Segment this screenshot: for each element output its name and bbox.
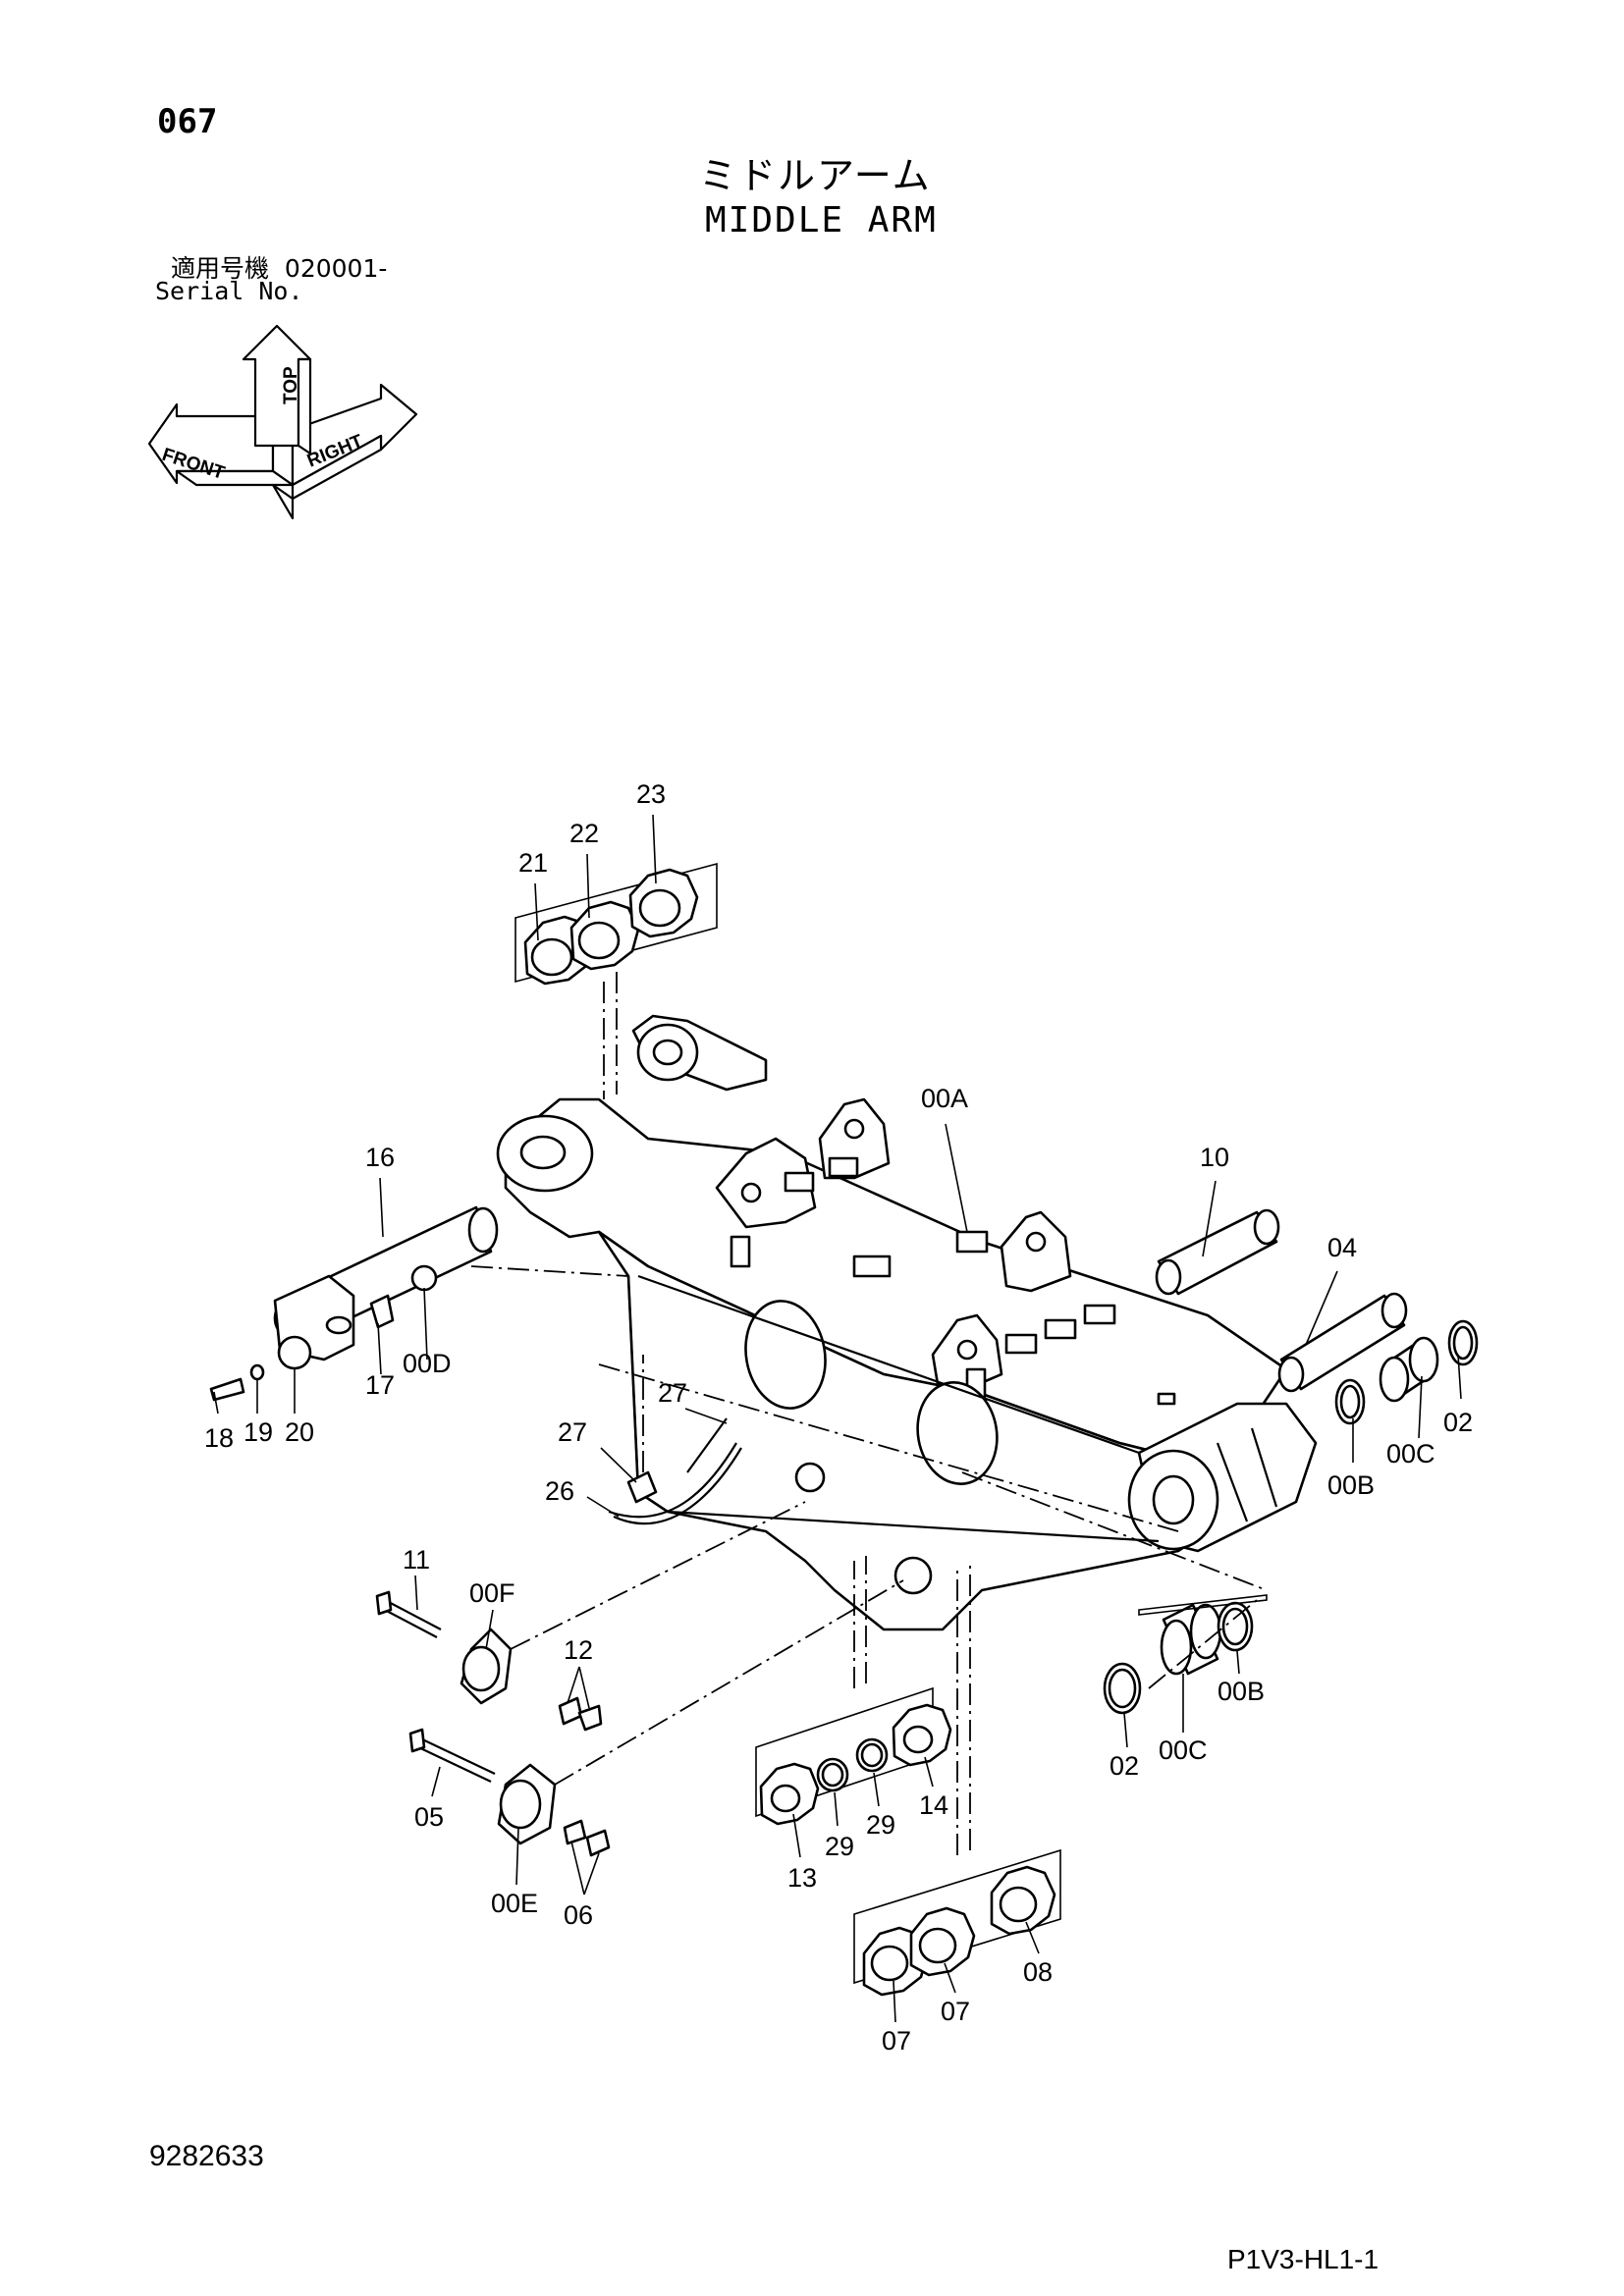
pin-10 bbox=[1155, 1208, 1280, 1296]
serial-applicability: 適用号機 020001- bbox=[171, 249, 387, 285]
reference-code: P1V3-HL1-1 bbox=[1227, 2244, 1380, 2274]
serial-label-en: Serial No. bbox=[155, 277, 303, 305]
callout-20: 20 bbox=[285, 1417, 314, 1447]
callout-22: 22 bbox=[569, 819, 599, 848]
pin-04-bushing-set bbox=[1277, 1292, 1479, 1425]
callout-02-upper: 02 bbox=[1443, 1408, 1473, 1437]
leader-lines bbox=[213, 814, 1462, 2023]
top-arrow bbox=[242, 324, 312, 455]
callout-11: 11 bbox=[403, 1545, 430, 1575]
callout-18: 18 bbox=[204, 1423, 234, 1453]
bushing-set-lower bbox=[1103, 1594, 1268, 1715]
callout-05: 05 bbox=[414, 1802, 444, 1832]
title-japanese: ミドルアーム bbox=[699, 154, 932, 197]
callout-14: 14 bbox=[919, 1790, 948, 1820]
callout-00C-upper: 00C bbox=[1386, 1439, 1435, 1468]
callout-00F: 00F bbox=[469, 1578, 515, 1608]
callout-labels: 00A 10 04 02 00C 00B 16 00D 17 18 19 20 … bbox=[204, 779, 1473, 2056]
orient-label-top: TOP bbox=[281, 366, 301, 404]
callout-00C-lower: 00C bbox=[1159, 1735, 1208, 1765]
pin-assembly-16 bbox=[209, 1205, 629, 1402]
callout-21: 21 bbox=[518, 848, 548, 878]
callout-16: 16 bbox=[365, 1143, 395, 1172]
callout-06: 06 bbox=[564, 1900, 593, 1930]
callout-10: 10 bbox=[1200, 1143, 1229, 1172]
callout-29-right: 29 bbox=[866, 1810, 895, 1840]
callout-26: 26 bbox=[545, 1476, 574, 1506]
callout-29-left: 29 bbox=[825, 1832, 854, 1861]
callout-27-right: 27 bbox=[658, 1378, 687, 1408]
callout-08: 08 bbox=[1023, 1957, 1053, 1987]
callout-00D: 00D bbox=[403, 1349, 452, 1378]
callout-17: 17 bbox=[365, 1370, 395, 1400]
callout-12: 12 bbox=[564, 1635, 593, 1665]
serial-range: 020001- bbox=[284, 254, 388, 283]
shims-13-29-14 bbox=[755, 1556, 952, 1826]
callout-27-left: 27 bbox=[558, 1417, 587, 1447]
callout-00B-lower: 00B bbox=[1218, 1677, 1265, 1706]
callout-07-right: 07 bbox=[941, 1997, 970, 2026]
lubrication-hose-26-27 bbox=[608, 1355, 742, 1525]
callout-13: 13 bbox=[787, 1863, 817, 1893]
document-number: 9282633 bbox=[149, 2140, 264, 2172]
shims-07-08 bbox=[853, 1566, 1061, 1997]
callout-23: 23 bbox=[636, 779, 666, 809]
bolt-collar-05-00E bbox=[408, 1579, 904, 1857]
callout-02-lower: 02 bbox=[1110, 1751, 1139, 1781]
callout-00A: 00A bbox=[921, 1084, 968, 1113]
orient-base bbox=[271, 483, 295, 520]
callout-00E: 00E bbox=[491, 1889, 538, 1918]
orientation-indicator: TOP FRONT RIGHT bbox=[147, 324, 418, 520]
callout-19: 19 bbox=[244, 1417, 273, 1447]
page-number: 067 bbox=[157, 102, 218, 141]
serial-label-jp: 適用号機 bbox=[171, 254, 270, 283]
middle-arm-body bbox=[496, 1014, 1318, 1631]
callout-00B-upper: 00B bbox=[1327, 1470, 1375, 1500]
title-english: MIDDLE ARM bbox=[705, 200, 938, 240]
shim-plates-21-23 bbox=[514, 862, 718, 1099]
callout-07-left: 07 bbox=[882, 2026, 911, 2056]
callout-04: 04 bbox=[1327, 1233, 1357, 1262]
bolt-collar-11-00F bbox=[375, 1501, 806, 1732]
